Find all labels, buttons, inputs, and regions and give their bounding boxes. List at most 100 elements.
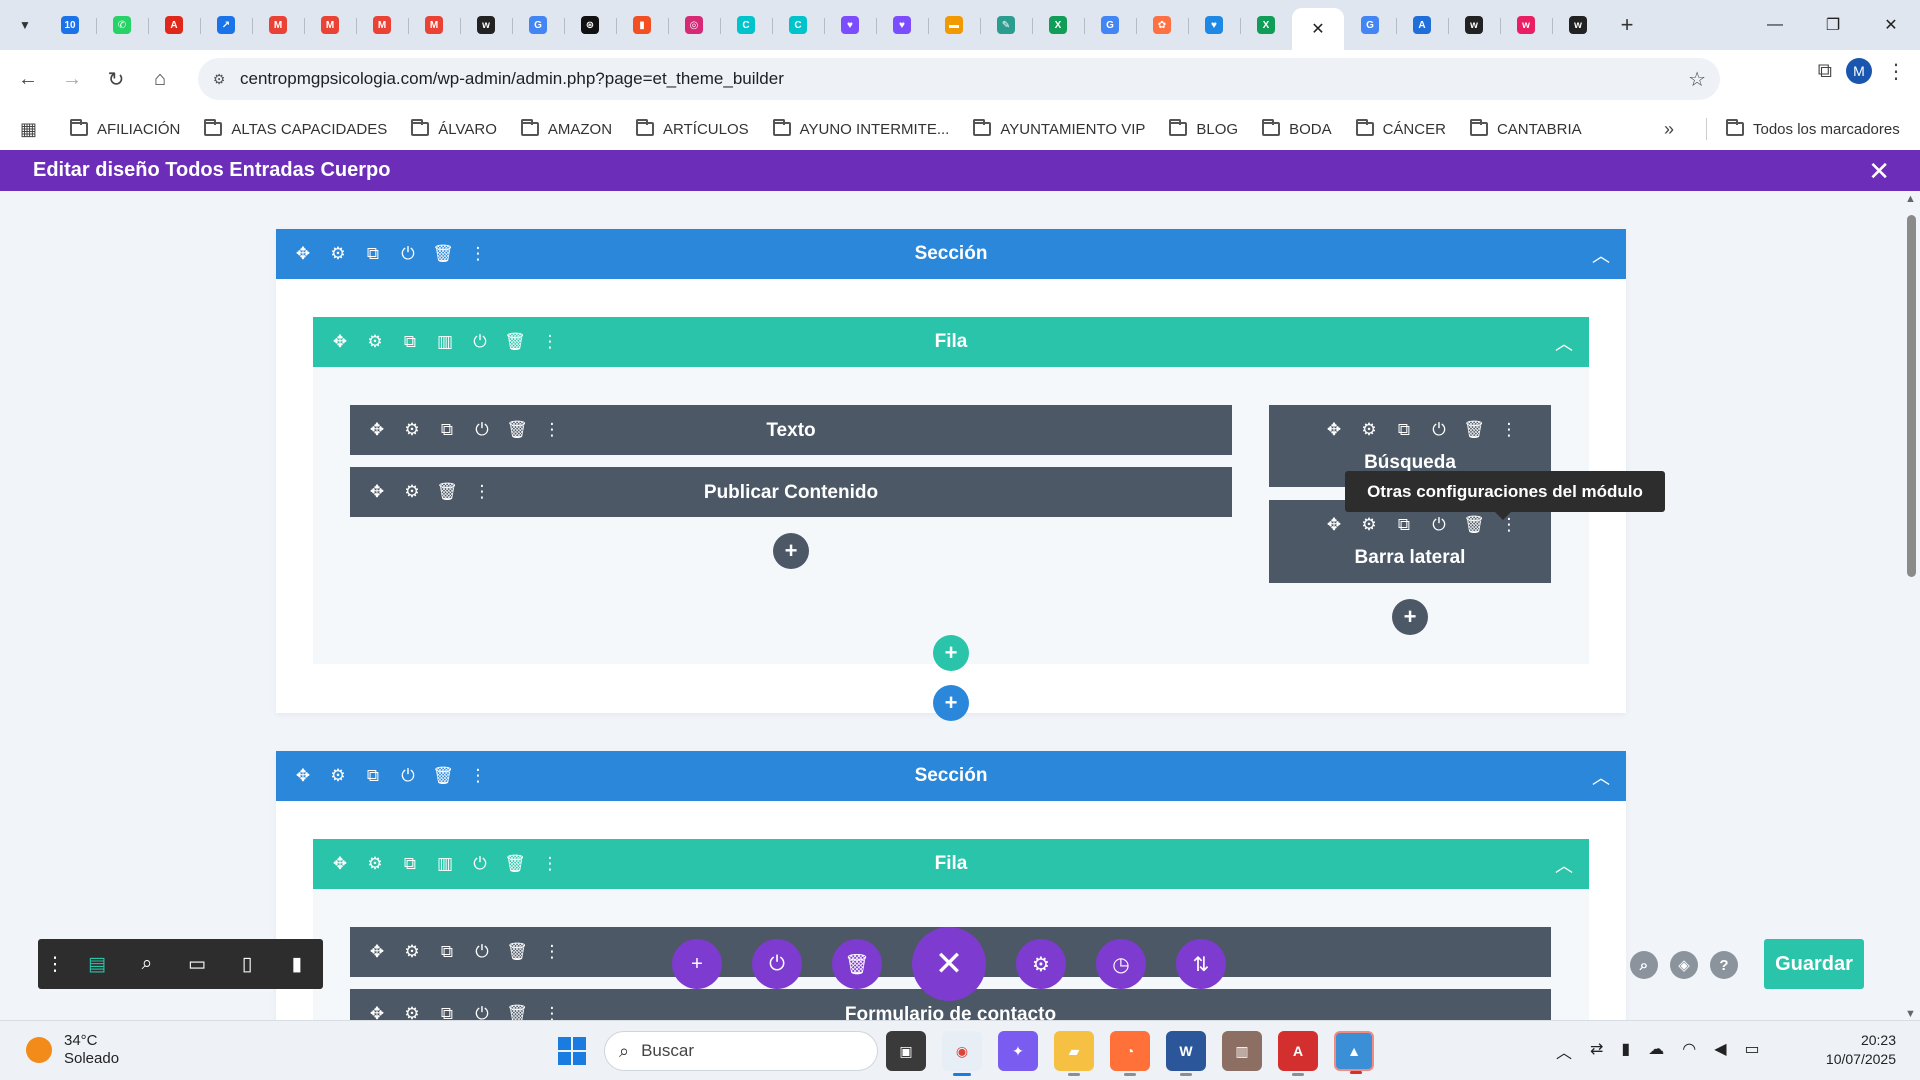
trash-icon[interactable]: 🗑 xyxy=(504,854,526,873)
chevron-up-icon[interactable]: ︿ xyxy=(1592,246,1610,266)
browser-tab[interactable]: A xyxy=(1396,7,1448,43)
browser-tab[interactable]: ✎ xyxy=(980,7,1032,43)
more-vertical-icon[interactable]: ⋮ xyxy=(543,420,561,439)
gear-icon[interactable]: ⚙ xyxy=(1361,515,1377,534)
zoom-icon[interactable]: ⌕ xyxy=(141,953,153,974)
profile-avatar[interactable]: M xyxy=(1846,58,1872,84)
more-vertical-icon[interactable]: ⋮ xyxy=(45,953,65,975)
move-icon[interactable]: ✥ xyxy=(295,766,311,785)
trash-icon[interactable]: 🗑 xyxy=(1463,515,1485,534)
trash-icon[interactable]: 🗑 xyxy=(832,939,882,989)
onedrive-icon[interactable]: ☁ xyxy=(1648,1041,1665,1058)
bookmark-folder[interactable]: CÁNCER xyxy=(1355,119,1446,138)
close-window-button[interactable]: ✕ xyxy=(1884,17,1898,34)
browser-tab[interactable]: ♥ xyxy=(1188,7,1240,43)
active-tab[interactable]: ✕ xyxy=(1292,8,1344,50)
bookmark-folder[interactable]: BODA xyxy=(1262,119,1332,138)
address-bar[interactable]: ⚙ centropmgpsicologia.com/wp-admin/admin… xyxy=(198,58,1720,100)
close-actions-button[interactable]: ✕ xyxy=(912,927,986,1001)
duplicate-icon[interactable]: ⧉ xyxy=(1397,420,1411,439)
module-texto[interactable]: ✥ ⚙ ⧉ ⏻ 🗑 ⋮ Texto xyxy=(350,405,1232,455)
gear-icon[interactable]: ⚙ xyxy=(330,766,346,785)
copilot-icon[interactable]: ✦ xyxy=(998,1031,1038,1071)
browser-tab[interactable]: C xyxy=(772,7,824,43)
browser-tab[interactable]: M xyxy=(356,7,408,43)
trash-icon[interactable]: 🗑 xyxy=(1463,420,1485,439)
portability-icon[interactable]: ⇅ xyxy=(1176,939,1226,989)
browser-tab[interactable]: A xyxy=(148,7,200,43)
move-icon[interactable]: ✥ xyxy=(369,942,385,961)
browser-tab[interactable]: ▬ xyxy=(928,7,980,43)
clock[interactable]: 20:23 10/07/2025 xyxy=(1826,1031,1896,1069)
transfer-icon[interactable]: ⇄ xyxy=(1590,1041,1604,1058)
gear-icon[interactable]: ⚙ xyxy=(367,854,383,873)
row-header[interactable]: ✥ ⚙ ⧉ ▥ ⏻ 🗑 ⋮ Fila ︿ xyxy=(313,839,1589,889)
chevron-up-icon[interactable]: ︿ xyxy=(1555,334,1573,354)
scroll-down-icon[interactable]: ▼ xyxy=(1905,1008,1916,1020)
save-button[interactable]: Guardar xyxy=(1764,939,1864,989)
duplicate-icon[interactable]: ⧉ xyxy=(440,942,454,961)
bookmarks-more-icon[interactable]: » xyxy=(1664,118,1675,139)
wireframe-view-icon[interactable]: ▤ xyxy=(88,953,106,975)
power-icon[interactable]: ⏻ xyxy=(752,939,802,989)
browser-tab[interactable]: ↗ xyxy=(200,7,252,43)
move-icon[interactable]: ✥ xyxy=(369,1004,385,1020)
browser-tab[interactable]: ♥ xyxy=(876,7,928,43)
trash-icon[interactable]: 🗑 xyxy=(506,420,528,439)
move-icon[interactable]: ✥ xyxy=(369,420,385,439)
power-icon[interactable]: ⏻ xyxy=(473,854,487,873)
task-view-icon[interactable]: ▣ xyxy=(886,1031,926,1071)
search-icon[interactable]: ⌕ xyxy=(1630,951,1658,979)
word-icon[interactable]: W xyxy=(1166,1031,1206,1076)
move-icon[interactable]: ✥ xyxy=(332,332,348,351)
more-vertical-icon[interactable]: ⋮ xyxy=(543,1004,561,1020)
scroll-up-icon[interactable]: ▲ xyxy=(1905,193,1916,205)
bookmark-folder[interactable]: AYUNTAMIENTO VIP xyxy=(973,119,1145,138)
add-row-button[interactable]: + xyxy=(933,635,969,671)
browser-tab[interactable]: G xyxy=(1344,7,1396,43)
wifi-icon[interactable]: ◠ xyxy=(1682,1041,1697,1058)
move-icon[interactable]: ✥ xyxy=(295,244,311,263)
more-vertical-icon[interactable]: ⋮ xyxy=(469,766,487,785)
bookmark-folder[interactable]: AYUNO INTERMITE... xyxy=(772,119,949,138)
weather-widget[interactable]: 34°C Soleado xyxy=(26,1032,119,1068)
history-icon[interactable]: ◷ xyxy=(1096,939,1146,989)
browser-tab[interactable]: ◎ xyxy=(668,7,720,43)
browser-tab[interactable]: ▮ xyxy=(616,7,668,43)
power-icon[interactable]: ⏻ xyxy=(1432,515,1446,534)
taskbar-search[interactable]: ⌕ Buscar xyxy=(604,1031,878,1071)
browser-tab[interactable]: C xyxy=(720,7,772,43)
close-builder-icon[interactable]: ✕ xyxy=(1868,156,1890,186)
gear-icon[interactable]: ⚙ xyxy=(404,420,420,439)
help-icon[interactable]: ? xyxy=(1710,951,1738,979)
gear-icon[interactable]: ⚙ xyxy=(330,244,346,263)
module-publicar-contenido[interactable]: ✥ ⚙ 🗑 ⋮ Publicar Contenido xyxy=(350,467,1232,517)
power-icon[interactable]: ⏻ xyxy=(473,332,487,351)
browser-tab[interactable]: M xyxy=(252,7,304,43)
gear-icon[interactable]: ⚙ xyxy=(404,1004,420,1020)
columns-icon[interactable]: ▥ xyxy=(436,332,454,351)
duplicate-icon[interactable]: ⧉ xyxy=(366,244,380,263)
trash-icon[interactable]: 🗑 xyxy=(506,1004,528,1020)
tablet-view-icon[interactable]: ▯ xyxy=(241,953,253,975)
browser-tab[interactable]: ✆ xyxy=(96,7,148,43)
duplicate-icon[interactable]: ⧉ xyxy=(440,1004,454,1020)
bookmark-folder[interactable]: BLOG xyxy=(1169,119,1238,138)
gear-icon[interactable]: ⚙ xyxy=(404,482,420,501)
more-vertical-icon[interactable]: ⋮ xyxy=(541,854,559,873)
duplicate-icon[interactable]: ⧉ xyxy=(366,766,380,785)
reload-button[interactable]: ↻ xyxy=(94,57,138,101)
bookmark-folder[interactable]: CANTABRIA xyxy=(1469,119,1582,138)
move-icon[interactable]: ✥ xyxy=(1326,515,1342,534)
trash-icon[interactable]: 🗑 xyxy=(432,244,454,263)
gear-icon[interactable]: ⚙ xyxy=(404,942,420,961)
scroll-thumb[interactable] xyxy=(1907,215,1916,577)
power-icon[interactable]: ⏻ xyxy=(1432,420,1446,439)
close-icon[interactable]: ✕ xyxy=(1311,21,1325,38)
trash-icon[interactable]: 🗑 xyxy=(432,766,454,785)
more-vertical-icon[interactable]: ⋮ xyxy=(469,244,487,263)
gear-icon[interactable]: ⚙ xyxy=(367,332,383,351)
windows-start-icon[interactable] xyxy=(558,1037,586,1065)
duplicate-icon[interactable]: ⧉ xyxy=(403,332,417,351)
browser-tab[interactable]: X xyxy=(1032,7,1084,43)
